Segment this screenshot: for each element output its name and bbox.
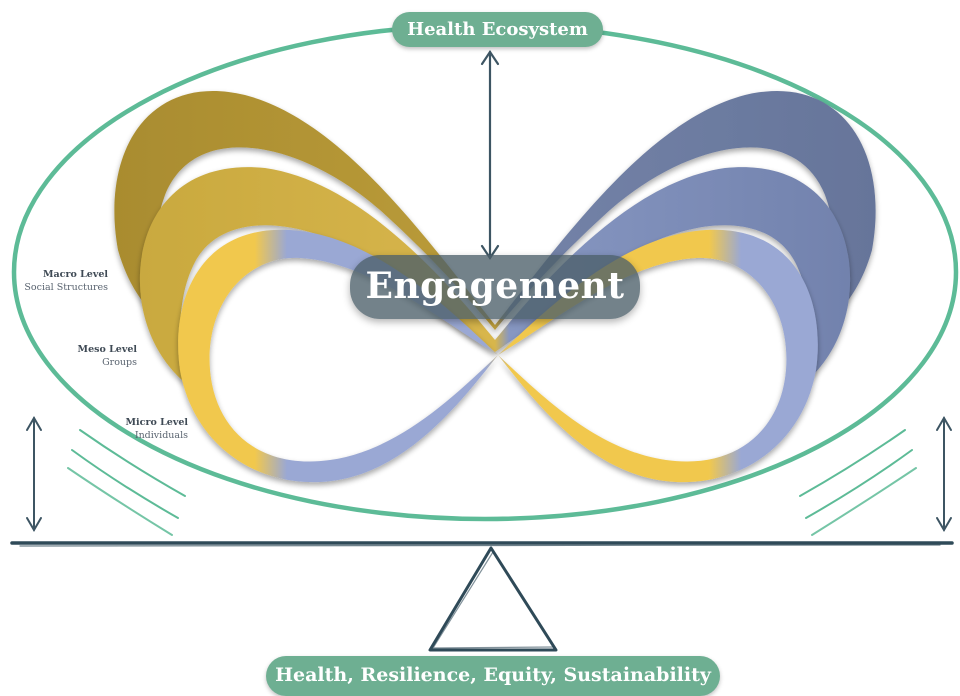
- health-ecosystem-label: Health Ecosystem: [392, 12, 603, 47]
- meso-level-name: Meso Level: [77, 344, 137, 355]
- meso-loop: [139, 167, 851, 385]
- macro-level-name: Macro Level: [42, 269, 108, 280]
- ecosystem-engagement-arrow: [480, 50, 500, 260]
- left-balance-arrow: [26, 416, 42, 532]
- micro-level-label: Micro Level Individuals: [0, 416, 188, 442]
- left-motion-lines: [67, 429, 186, 536]
- micro-infinity: [178, 229, 818, 483]
- right-motion-lines: [799, 429, 917, 536]
- fulcrum-triangle: [428, 546, 558, 652]
- right-balance-arrow: [936, 416, 952, 532]
- meso-level-description: Groups: [102, 357, 137, 368]
- meso-level-label: Meso Level Groups: [0, 343, 137, 369]
- balance-beam: [10, 541, 954, 547]
- micro-level-description: Individuals: [134, 430, 188, 441]
- micro-level-name: Micro Level: [125, 417, 188, 428]
- macro-level-description: Social Structures: [24, 282, 108, 293]
- macro-loop: [114, 90, 876, 331]
- macro-level-label: Macro Level Social Structures: [0, 268, 108, 294]
- engagement-label: Engagement: [350, 255, 640, 319]
- outcomes-label: Health, Resilience, Equity, Sustainabili…: [266, 656, 720, 696]
